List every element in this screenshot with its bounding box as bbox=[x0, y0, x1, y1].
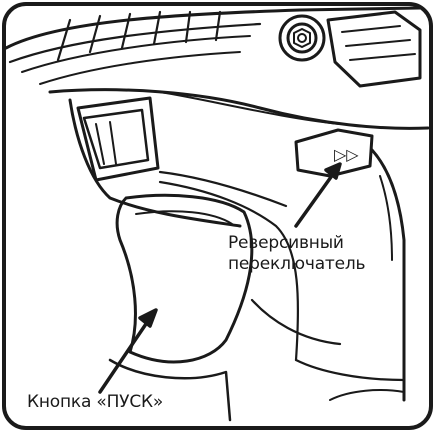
reverse-switch-label-line1: Реверсивный bbox=[228, 233, 365, 254]
housing-ribs bbox=[10, 24, 260, 62]
reverse-switch-label-line2: переключатель bbox=[228, 254, 365, 275]
switch-symbol: ▷▷ bbox=[334, 145, 359, 164]
handle-left-contour bbox=[70, 100, 240, 226]
start-button-label: Кнопка «ПУСК» bbox=[27, 392, 163, 413]
reverse-switch-label: Реверсивный переключатель bbox=[228, 233, 365, 275]
arrow-to-trigger bbox=[100, 310, 156, 392]
handle-right-contour bbox=[372, 150, 404, 400]
chuck-bolt bbox=[280, 16, 324, 60]
frame-border bbox=[4, 4, 431, 428]
motor-block bbox=[328, 12, 420, 86]
housing-underside bbox=[50, 90, 428, 129]
